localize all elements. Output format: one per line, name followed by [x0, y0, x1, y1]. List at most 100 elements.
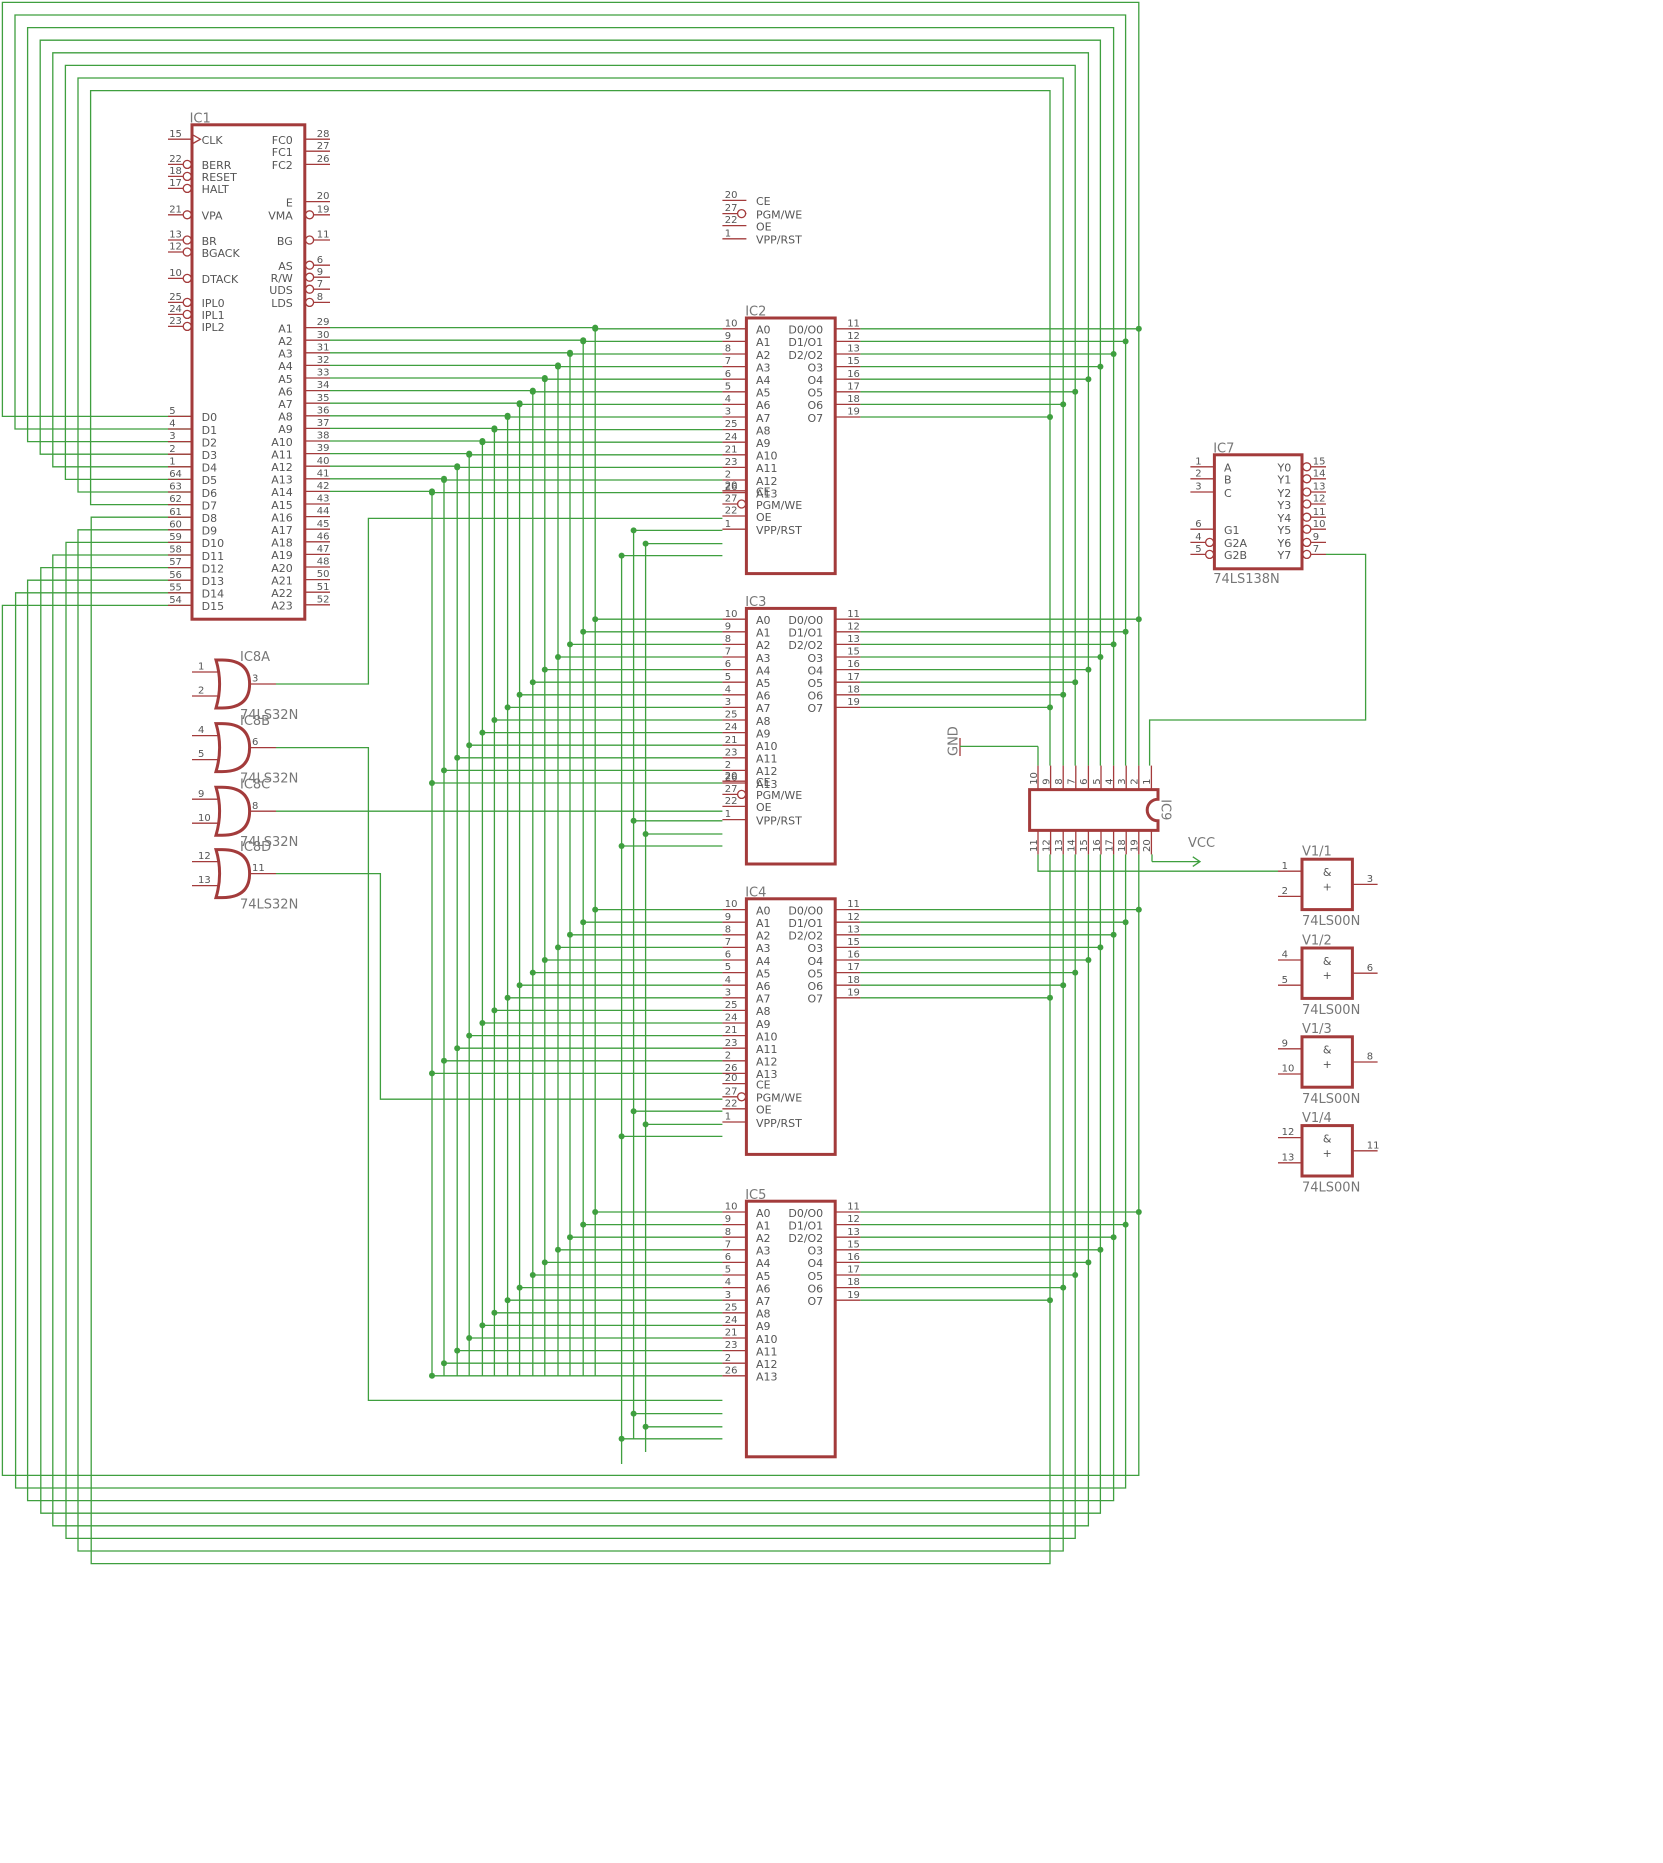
ic1-pin-label: FC0	[272, 134, 293, 147]
junction-dot	[454, 464, 461, 471]
eprom-pin-label: A0	[756, 1207, 771, 1220]
junction-dot	[466, 1335, 473, 1341]
eprom-pin-number: 22	[725, 506, 738, 517]
ic1-pin-label: D10	[202, 537, 224, 550]
ic1-pin-number: 59	[169, 532, 182, 543]
eprom-pin-number: 18	[847, 394, 860, 405]
eprom-pin-number: 5	[725, 672, 731, 683]
data-loop-top	[89, 89, 1051, 506]
inversion-bubble	[182, 297, 192, 308]
junction-dot	[1072, 679, 1079, 686]
junction-dot	[541, 1259, 548, 1266]
ic1-pin-label: D5	[202, 474, 217, 487]
ic1-pin-number: 50	[317, 569, 330, 580]
eprom-pin-label: VPP/RST	[756, 234, 802, 247]
eprom-pin-label: A7	[756, 412, 771, 425]
ic1-pin-number: 29	[317, 317, 330, 328]
eprom-pin-label: D0/O0	[788, 1207, 823, 1220]
eprom-pin-number: 15	[847, 647, 860, 658]
ic1-pin-number: 15	[169, 129, 182, 140]
ic9-pin-number: 9	[1041, 778, 1052, 784]
ce-wire	[276, 746, 723, 1402]
junction-dot	[516, 691, 523, 698]
inversion-bubble	[1302, 474, 1312, 484]
junction-dot	[1097, 654, 1104, 660]
eprom-pin-number: 3	[725, 407, 731, 418]
ic7-pin-label: Y2	[1276, 487, 1291, 500]
eprom-pin-label: D0/O0	[788, 904, 823, 917]
ic1-pin-number: 46	[317, 531, 330, 542]
data-loop-top	[14, 14, 1127, 430]
ic1-pin-label: D0	[202, 411, 217, 424]
eprom-pin-label: VPP/RST	[756, 524, 802, 537]
nand-gate-name: V1/2	[1302, 933, 1332, 948]
eprom-pin-number: 23	[725, 747, 738, 758]
inversion-bubble	[736, 208, 747, 219]
ic1-pin-number: 18	[169, 166, 182, 177]
nand-gate-pin-number: 13	[1282, 1152, 1295, 1163]
eprom-pin-number: 17	[847, 672, 860, 683]
ic7-pin-label: Y5	[1276, 524, 1291, 537]
junction-dot	[441, 1360, 447, 1367]
ic1-pin-label: D2	[202, 436, 217, 449]
eprom-pin-number: 21	[725, 1328, 738, 1339]
or-gate-body	[213, 785, 252, 837]
ic1-pin-number: 11	[317, 230, 330, 241]
eprom-pin-number: 10	[725, 318, 738, 329]
ic1-pin-label: RESET	[202, 171, 238, 184]
ic1-pin-number: 10	[169, 268, 182, 279]
junction-dot	[1122, 628, 1129, 635]
eprom-pin-label: CE	[756, 1078, 771, 1091]
nand-gate-part: 74LS00N	[1302, 1181, 1360, 1196]
eprom-pin-number: 18	[847, 975, 860, 986]
eprom-pin-number: 24	[725, 1013, 738, 1024]
ic1-pin-label: A1	[278, 322, 293, 335]
ic1-pin-number: 64	[169, 469, 182, 480]
junction-dot	[441, 477, 447, 483]
eprom-pin-label: A11	[756, 1043, 778, 1056]
junction-dot	[642, 1121, 649, 1128]
eprom-pin-label: A12	[756, 475, 778, 488]
data-loop-bottom	[77, 529, 1064, 1552]
ic1-pin-number: 30	[317, 330, 330, 341]
ic9-pin-number: 11	[1029, 839, 1040, 852]
data-loop-bottom	[52, 554, 1090, 1527]
ic1-pin-label: VMA	[268, 210, 293, 223]
inversion-bubble	[736, 1092, 747, 1102]
junction-dot	[618, 843, 625, 849]
eprom-pin-label: D1/O1	[788, 627, 823, 640]
eprom-pin-label: O7	[808, 412, 824, 425]
inversion-bubble	[304, 235, 315, 245]
ce-wire	[276, 517, 723, 685]
eprom-pin-number: 8	[725, 344, 731, 355]
ic1-pin-label: D15	[202, 600, 224, 613]
inversion-bubble	[182, 171, 192, 182]
junction-dot	[441, 1057, 447, 1064]
eprom-pin-number: 21	[725, 444, 738, 455]
ic1-pin-number: 56	[169, 570, 182, 581]
or-gate-pin-number: 1	[198, 662, 204, 673]
nand-gate-part: 74LS00N	[1302, 1003, 1360, 1018]
inversion-bubble	[736, 499, 747, 509]
junction-dot	[592, 1209, 599, 1215]
eprom-pin-number: 23	[725, 1038, 738, 1049]
eprom-pin-label: A2	[756, 1232, 771, 1245]
ic9-pin-number: 13	[1054, 839, 1065, 852]
junction-dot	[429, 1070, 435, 1077]
eprom-pin-label: VPP/RST	[756, 1117, 802, 1130]
eprom-pin-label: A2	[756, 639, 771, 652]
eprom-pin-number: 21	[725, 1025, 738, 1036]
eprom-pin-number: 5	[725, 1265, 731, 1276]
eprom-pin-number: 19	[847, 407, 860, 418]
eprom-pin-number: 4	[725, 684, 731, 695]
eprom-pin-number: 15	[847, 937, 860, 948]
ic1-pin-number: 57	[169, 557, 182, 568]
junction-dot	[1072, 388, 1079, 395]
data-loop-top	[26, 26, 1115, 443]
or-gate-pin-number: 9	[198, 789, 204, 800]
